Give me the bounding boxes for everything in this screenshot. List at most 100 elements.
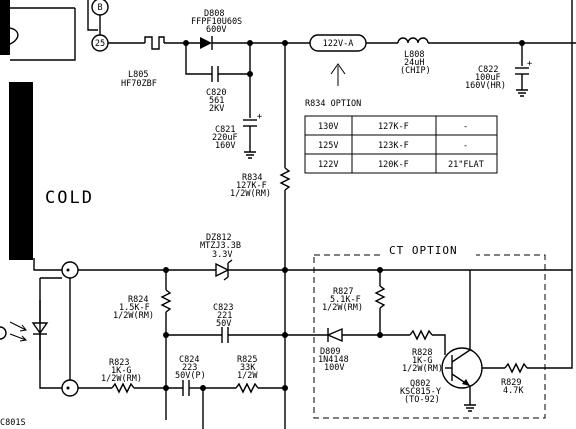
dz812-volt: 3.3V bbox=[212, 250, 232, 260]
r823-power: 1/2W(RM) bbox=[101, 374, 142, 384]
d809-part: 1N4148 bbox=[318, 355, 349, 365]
table-r1-c1: 123K-F bbox=[378, 141, 409, 151]
c821-capacitor: + bbox=[243, 112, 262, 127]
c824-volt: 50V(P) bbox=[175, 371, 206, 381]
table-r2-c0: 122V bbox=[318, 160, 338, 170]
transformer-bar-top bbox=[0, 0, 10, 55]
c823-capacitor bbox=[221, 327, 229, 343]
r825-val: 33K bbox=[240, 363, 256, 373]
table-r1-c0: 125V bbox=[318, 141, 338, 151]
c822-volt: 160V(HR) bbox=[465, 81, 506, 91]
c822-val: 100uF bbox=[475, 73, 501, 83]
r827-ref: R827 bbox=[333, 287, 353, 297]
table-r0-c1: 127K-F bbox=[378, 122, 409, 132]
svg-text:+: + bbox=[257, 112, 262, 122]
l808-type: (CHIP) bbox=[400, 66, 431, 76]
table-r2-c2: 21"FLAT bbox=[448, 160, 484, 170]
c820-capacitor bbox=[211, 66, 219, 82]
pin-b-label: B bbox=[97, 3, 102, 13]
pin-25-label: 25 bbox=[95, 39, 105, 49]
d809-ref: D809 bbox=[320, 347, 340, 357]
l808-val: 24uH bbox=[404, 58, 424, 68]
ct-option-label: CT OPTION bbox=[389, 244, 458, 257]
r829-resistor bbox=[504, 362, 528, 374]
r834-power: 1/2W(RM) bbox=[230, 189, 271, 199]
r829-val: 4.7K bbox=[503, 386, 524, 396]
r823-val: 1K-G bbox=[111, 366, 131, 376]
l805-part: HF70ZBF bbox=[121, 79, 157, 89]
d808-volt: 600V bbox=[206, 25, 226, 35]
c824-capacitor bbox=[182, 380, 190, 396]
r834-option-title: R834 OPTION bbox=[305, 99, 361, 109]
table-r1-c2: - bbox=[463, 141, 468, 151]
c820-volt: 2KV bbox=[209, 104, 224, 114]
c824-ref: C824 bbox=[179, 355, 199, 365]
c821-ref: C821 bbox=[215, 125, 235, 135]
l808-ref: L808 bbox=[404, 50, 424, 60]
r828-resistor bbox=[409, 329, 433, 341]
terminal-upper bbox=[61, 261, 79, 279]
ground-c822 bbox=[516, 89, 528, 97]
cold-label: COLD bbox=[45, 188, 94, 208]
c821-volt: 160V bbox=[215, 141, 235, 151]
r834-option-table: 130V 127K-F - 125V 123K-F - 122V 120K-F … bbox=[304, 115, 498, 174]
r824-resistor bbox=[160, 289, 172, 313]
c823-ref: C823 bbox=[213, 303, 233, 313]
dz812-ref: DZ812 bbox=[206, 233, 232, 243]
q802-transistor bbox=[441, 335, 483, 405]
q802-part: KSC815-Y bbox=[400, 387, 441, 397]
q802-pkg: (TO-92) bbox=[404, 395, 440, 405]
transformer-bar-main bbox=[9, 82, 33, 260]
l805-inductor bbox=[144, 36, 165, 50]
r834-resistor bbox=[279, 167, 291, 191]
r825-resistor bbox=[235, 382, 259, 394]
ground-c821 bbox=[244, 151, 256, 159]
r827-val: 5.1K-F bbox=[330, 295, 361, 305]
r827-power: 1/2W(RM) bbox=[322, 303, 363, 313]
table-r2-c1: 120K-F bbox=[378, 160, 409, 170]
r834-val: 127K-F bbox=[236, 181, 267, 191]
d808-diode bbox=[200, 36, 213, 50]
ground-q802 bbox=[464, 404, 476, 412]
r828-ref: R828 bbox=[412, 348, 432, 358]
r825-ref: R825 bbox=[237, 355, 257, 365]
r825-power: 1/2W bbox=[237, 371, 258, 381]
d809-volt: 100V bbox=[324, 363, 344, 373]
output-tag-label: 122V-A bbox=[323, 39, 354, 49]
dz812-zener bbox=[215, 259, 233, 281]
pin-25-circle: 25 bbox=[91, 34, 109, 52]
c821-val: 220uF bbox=[212, 133, 238, 143]
c820-ref: C820 bbox=[206, 88, 226, 98]
r823-resistor bbox=[111, 382, 135, 394]
table-r0-c0: 130V bbox=[318, 122, 338, 132]
svg-text:+: + bbox=[527, 59, 532, 69]
c822-ref: C822 bbox=[478, 65, 498, 75]
dz812-part: MTZJ3.3B bbox=[200, 241, 241, 251]
c824-val: 223 bbox=[182, 363, 197, 373]
option-arrow bbox=[330, 63, 346, 86]
c822-capacitor: + bbox=[515, 59, 532, 75]
r827-resistor bbox=[374, 285, 386, 309]
c801s-label: C801S bbox=[0, 418, 26, 428]
r828-val: 1K-G bbox=[412, 356, 432, 366]
pin-b-circle: B bbox=[91, 0, 109, 16]
terminal-lower bbox=[61, 379, 79, 397]
r823-ref: R823 bbox=[109, 358, 129, 368]
r824-power: 1/2W(RM) bbox=[113, 311, 154, 321]
l808-inductor bbox=[397, 37, 429, 44]
r828-power: 1/2W(RM) bbox=[402, 364, 443, 374]
table-r0-c2: - bbox=[463, 122, 468, 132]
d808-ref: D808 bbox=[204, 9, 224, 19]
d808-part: FFPF10U60S bbox=[191, 17, 242, 27]
d809-diode bbox=[326, 327, 343, 343]
c823-val: 221 bbox=[217, 311, 232, 321]
r834-ref: R834 bbox=[242, 173, 262, 183]
c820-val: 561 bbox=[209, 96, 224, 106]
r824-ref: R824 bbox=[128, 295, 148, 305]
l805-ref: L805 bbox=[128, 70, 148, 80]
q802-ref: Q802 bbox=[410, 379, 430, 389]
c823-volt: 50V bbox=[216, 319, 231, 329]
r824-val: 1.5K-F bbox=[119, 303, 150, 313]
r829-ref: R829 bbox=[501, 378, 521, 388]
